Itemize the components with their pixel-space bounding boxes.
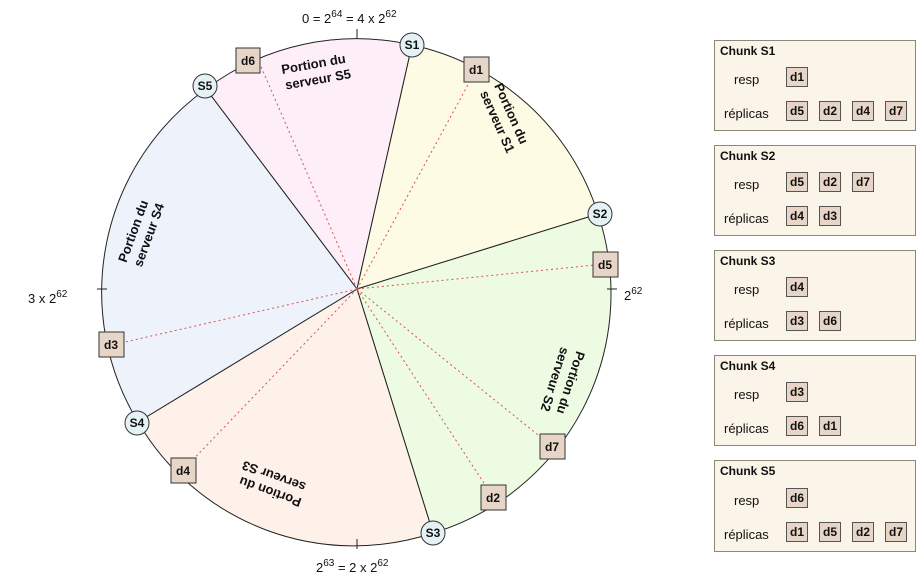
- label-2-62: 262: [624, 286, 643, 303]
- svg-text:d1: d1: [469, 63, 483, 77]
- dotted-line-d5: [356, 263, 606, 290]
- doc-box-d7: d7: [539, 433, 566, 460]
- svg-text:S1: S1: [405, 38, 420, 52]
- doc-chip: d7: [852, 172, 874, 192]
- doc-box-d5: d5: [592, 251, 619, 278]
- doc-chip: d2: [852, 522, 874, 542]
- dotted-line-d7: [356, 288, 554, 448]
- doc-chip: d3: [819, 206, 841, 226]
- doc-chip: d4: [786, 206, 808, 226]
- doc-chip: d1: [819, 416, 841, 436]
- svg-text:d4: d4: [176, 464, 190, 478]
- portion-s4: [101, 88, 358, 423]
- svg-text:d7: d7: [545, 440, 559, 454]
- dotted-line-d2: [356, 288, 494, 498]
- doc-box-d2: d2: [480, 484, 507, 511]
- dotted-line-d1: [356, 69, 477, 290]
- consistent-hash-ring: 0 = 264 = 4 x 262 262 3 x 262 263 = 2 x …: [28, 9, 643, 575]
- svg-text:S2: S2: [593, 207, 608, 221]
- chunk-panel-s4: Chunk S4 resp d3 réplicas d6 d1: [714, 355, 916, 446]
- doc-chip: d2: [819, 101, 841, 121]
- chunk-panel-s3: Chunk S3 resp d4 réplicas d3 d6: [714, 250, 916, 341]
- chunk-title: Chunk S1: [720, 44, 776, 58]
- replicas-label: réplicas: [724, 106, 769, 121]
- doc-box-d4: d4: [170, 457, 197, 484]
- doc-chip: d7: [885, 522, 907, 542]
- portion-s3: [137, 288, 434, 547]
- resp-label: resp: [734, 177, 760, 192]
- svg-text:S3: S3: [426, 526, 441, 540]
- doc-chip: d6: [786, 488, 808, 508]
- server-node-s2: S2: [587, 201, 613, 227]
- doc-chip: d4: [852, 101, 874, 121]
- chunk-panel-s2: Chunk S2 resp d5 d2 d7 réplicas d4 d3: [714, 145, 916, 236]
- doc-chip: d1: [786, 522, 808, 542]
- svg-text:d2: d2: [486, 491, 500, 505]
- replicas-label: réplicas: [724, 527, 769, 542]
- chunk-title: Chunk S5: [720, 464, 776, 478]
- doc-chip: d7: [885, 101, 907, 121]
- replicas-label: réplicas: [724, 421, 769, 436]
- doc-chip: d5: [786, 101, 808, 121]
- dotted-line-d4: [182, 288, 358, 471]
- chunk-title: Chunk S4: [720, 359, 776, 373]
- resp-label: resp: [734, 72, 760, 87]
- dotted-line-d6: [258, 61, 358, 290]
- chunk-title: Chunk S2: [720, 149, 776, 163]
- doc-chip: d2: [819, 172, 841, 192]
- chunk-panel-s1: Chunk S1 resp d1 réplicas d5 d2 d4 d7: [714, 40, 916, 131]
- svg-text:d5: d5: [598, 258, 612, 272]
- label-zero: 0 = 264 = 4 x 262: [302, 9, 397, 26]
- doc-chip: d5: [786, 172, 808, 192]
- portion-s5: [205, 38, 413, 291]
- doc-chip: d3: [786, 382, 808, 402]
- resp-label: resp: [734, 282, 760, 297]
- svg-text:S5: S5: [198, 79, 213, 93]
- replicas-label: réplicas: [724, 211, 769, 226]
- svg-text:d3: d3: [104, 338, 118, 352]
- resp-label: resp: [734, 387, 760, 402]
- doc-chip: d6: [819, 311, 841, 331]
- doc-chip: d5: [819, 522, 841, 542]
- resp-label: resp: [734, 493, 760, 508]
- doc-chip: d3: [786, 311, 808, 331]
- server-node-s4: S4: [124, 410, 150, 436]
- svg-text:S4: S4: [130, 416, 145, 430]
- chunk-panel-s5: Chunk S5 resp d6 réplicas d1 d5 d2 d7: [714, 460, 916, 552]
- svg-text:d6: d6: [241, 54, 255, 68]
- server-node-s5: S5: [192, 73, 218, 99]
- doc-chip: d1: [786, 67, 808, 87]
- doc-chip: d4: [786, 277, 808, 297]
- chunk-title: Chunk S3: [720, 254, 776, 268]
- label-2-63: 263 = 2 x 262: [316, 558, 389, 575]
- server-node-s1: S1: [399, 32, 425, 58]
- dotted-line-d3: [111, 288, 358, 346]
- label-3x2-62: 3 x 262: [28, 289, 68, 306]
- doc-box-d1: d1: [463, 56, 490, 83]
- doc-box-d3: d3: [98, 331, 125, 358]
- doc-chip: d6: [786, 416, 808, 436]
- replicas-label: réplicas: [724, 316, 769, 331]
- portion-s1: [356, 44, 599, 290]
- server-node-s3: S3: [420, 520, 446, 546]
- doc-box-d6: d6: [235, 47, 261, 74]
